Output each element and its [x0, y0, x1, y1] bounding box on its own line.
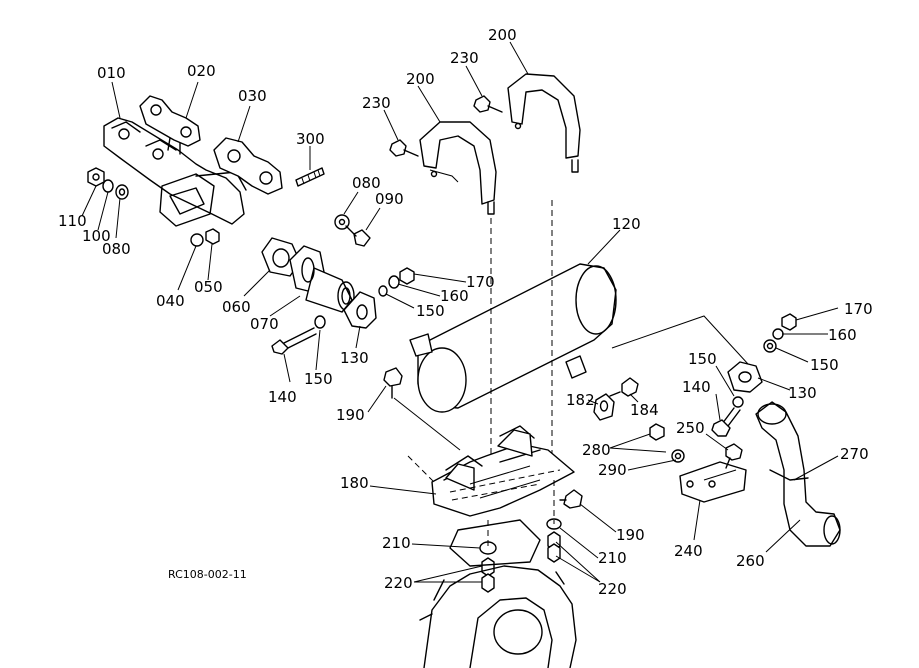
label-260: 260	[736, 552, 765, 570]
clamp-band-200-right	[507, 73, 581, 173]
label-210-left: 210	[382, 534, 411, 552]
label-150: 150	[304, 370, 333, 388]
label-150-center: 150	[416, 302, 445, 320]
label-080: 080	[102, 240, 131, 258]
gasket-020	[139, 95, 201, 147]
parts-drawing	[87, 73, 841, 668]
washers-280-290	[649, 423, 685, 463]
label-160: 160	[440, 287, 469, 305]
muffler-120	[409, 200, 617, 460]
bolt-190-right	[559, 489, 583, 509]
label-184: 184	[630, 401, 659, 419]
label-140-right: 140	[682, 378, 711, 396]
label-280: 280	[582, 441, 611, 459]
nuts-040-050	[190, 228, 220, 247]
label-170: 170	[466, 273, 495, 291]
label-090: 090	[375, 190, 404, 208]
label-150-lower: 150	[688, 350, 717, 368]
bolts-230	[389, 95, 503, 157]
bolt-140-left	[271, 315, 326, 355]
label-050: 050	[194, 278, 223, 296]
bolt-090	[334, 214, 371, 247]
label-100: 100	[82, 227, 111, 245]
label-182: 182	[566, 391, 595, 409]
bolt-250	[725, 443, 743, 469]
label-030: 030	[238, 87, 267, 105]
label-170-right: 170	[844, 300, 873, 318]
label-250: 250	[676, 419, 705, 437]
clamp-band-200-left	[419, 121, 497, 470]
label-140: 140	[268, 388, 297, 406]
bracket-180	[431, 425, 575, 517]
label-210-right: 210	[598, 549, 627, 567]
reference-code: RC108-002-11	[168, 568, 247, 581]
bracket-130-right	[727, 313, 797, 393]
clip-182	[593, 393, 615, 421]
label-200-right: 200	[488, 26, 517, 44]
label-130: 130	[340, 349, 369, 367]
leader-lines	[81, 41, 839, 583]
label-180: 180	[340, 474, 369, 492]
label-220-right: 220	[598, 580, 627, 598]
label-110: 110	[58, 212, 87, 230]
label-270: 270	[840, 445, 869, 463]
bolt-140-right	[711, 396, 744, 437]
label-190-left: 190	[336, 406, 365, 424]
nut-washer-center	[378, 267, 415, 297]
label-160-right: 160	[828, 326, 857, 344]
label-040: 040	[156, 292, 185, 310]
bolt-184	[609, 377, 639, 397]
tail-pipe-260	[755, 401, 841, 547]
washers-nuts-210-220	[479, 480, 562, 593]
gasket-030	[213, 137, 283, 195]
label-230-left: 230	[362, 94, 391, 112]
label-130-right: 130	[788, 384, 817, 402]
label-010: 010	[97, 64, 126, 82]
engine-housing	[407, 455, 577, 668]
bracket-240	[679, 461, 747, 503]
outlet-guide-line	[611, 315, 749, 365]
label-060: 060	[222, 298, 251, 316]
bracket-130-left	[343, 291, 377, 329]
label-240: 240	[674, 542, 703, 560]
label-290: 290	[598, 461, 627, 479]
label-080-bolt: 080	[352, 174, 381, 192]
label-300: 300	[296, 130, 325, 148]
label-200-left: 200	[406, 70, 435, 88]
label-120: 120	[612, 215, 641, 233]
bolt-190-left	[383, 367, 461, 451]
label-230-right: 230	[450, 49, 479, 67]
part-labels: 010 020 030 300 110 100 080 040 050 060 …	[58, 26, 873, 598]
nuts-washers-left	[87, 167, 129, 200]
label-150-right: 150	[810, 356, 839, 374]
label-020: 020	[187, 62, 216, 80]
stud-300	[295, 167, 325, 187]
label-190-right: 190	[616, 526, 645, 544]
flange-pipe-070	[289, 245, 355, 313]
label-220-left: 220	[384, 574, 413, 592]
label-070: 070	[250, 315, 279, 333]
